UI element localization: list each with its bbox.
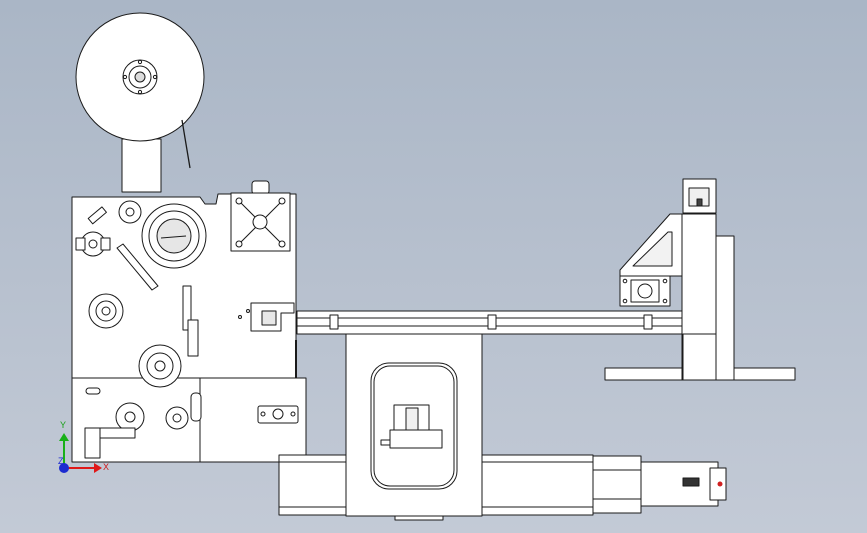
slot-adjuster <box>187 319 199 357</box>
motor-body <box>640 461 719 507</box>
reel-hub-center <box>134 71 146 83</box>
rail-clamp <box>643 314 653 330</box>
servo-bolt <box>622 278 628 284</box>
servo-motor[interactable] <box>592 455 727 514</box>
spring-pin <box>85 387 101 395</box>
tower-gusset <box>619 213 683 277</box>
lower-slot <box>190 392 202 422</box>
axis-triad: X Y Z <box>58 420 109 473</box>
motor-shaft <box>252 214 268 230</box>
tower-foot <box>682 333 717 381</box>
servo-bolt <box>662 278 668 284</box>
slot-adjuster <box>182 285 192 331</box>
servo-bolt <box>622 298 628 304</box>
peel-plate <box>96 427 136 439</box>
motor-bolt <box>235 197 243 205</box>
mount-hole <box>246 309 250 313</box>
vertical-module[interactable] <box>604 178 796 381</box>
motor-bolt <box>278 240 286 248</box>
sensor-bracket-slot <box>261 310 277 326</box>
tensioner-arm <box>116 243 159 291</box>
plate-top-cap <box>251 180 270 195</box>
mount-hole <box>238 315 242 319</box>
rail-clamp <box>329 314 339 330</box>
servo-bolt <box>662 298 668 304</box>
peel-roller-core <box>124 411 136 423</box>
cylinder-port <box>380 439 391 446</box>
rail-clamp <box>487 314 497 330</box>
pressure-roller-ring <box>146 352 174 380</box>
idler-roller-core <box>125 207 135 217</box>
spring-clip <box>87 206 107 225</box>
idler-roller-core <box>88 239 98 249</box>
frame-window-inner <box>373 365 455 487</box>
z-axis-dot <box>59 463 69 473</box>
tower-cap-slot <box>696 198 703 207</box>
motor-bolt <box>235 240 243 248</box>
main-side-plate[interactable] <box>71 180 307 463</box>
z-axis-label: Z <box>58 456 64 466</box>
label-reel[interactable] <box>75 12 205 193</box>
reel-arm <box>121 138 162 193</box>
reel-hub-bolt <box>137 59 143 65</box>
guide-roller-ring <box>95 300 117 322</box>
motor-nameplate-dot <box>717 481 723 487</box>
y-axis-label: Y <box>60 420 66 430</box>
y-axis-head <box>59 433 69 441</box>
idler-bracket <box>100 237 111 251</box>
servo-flange-core <box>637 283 653 299</box>
drive-roller-core <box>156 218 192 254</box>
clamp-bolt <box>272 408 284 420</box>
clamp-bolt <box>290 411 296 417</box>
gusset-cutout <box>632 231 673 267</box>
guide-roller-core <box>101 306 111 316</box>
motor-bolt <box>278 197 286 205</box>
cylinder-base <box>389 429 443 449</box>
cylinder-rod <box>405 407 419 431</box>
motor-coupling <box>592 455 642 514</box>
x-axis-label: X <box>103 462 109 472</box>
motor-connector <box>682 477 700 487</box>
nip-roller-core <box>172 413 182 423</box>
drive-roller-ring <box>148 210 200 262</box>
label-web <box>181 119 191 169</box>
pressure-roller-core <box>154 360 166 372</box>
reel-hub-bolt <box>152 74 158 80</box>
lower-guide <box>84 427 101 459</box>
x-axis-head <box>94 463 102 473</box>
central-frame[interactable] <box>278 333 594 521</box>
linear-rail[interactable] <box>296 310 686 335</box>
clamp-bolt <box>260 411 266 417</box>
reel-hub-bolt <box>122 74 128 80</box>
reel-hub-bolt <box>137 89 143 95</box>
drive-roller-mark <box>160 235 187 239</box>
idler-bracket <box>75 237 86 251</box>
